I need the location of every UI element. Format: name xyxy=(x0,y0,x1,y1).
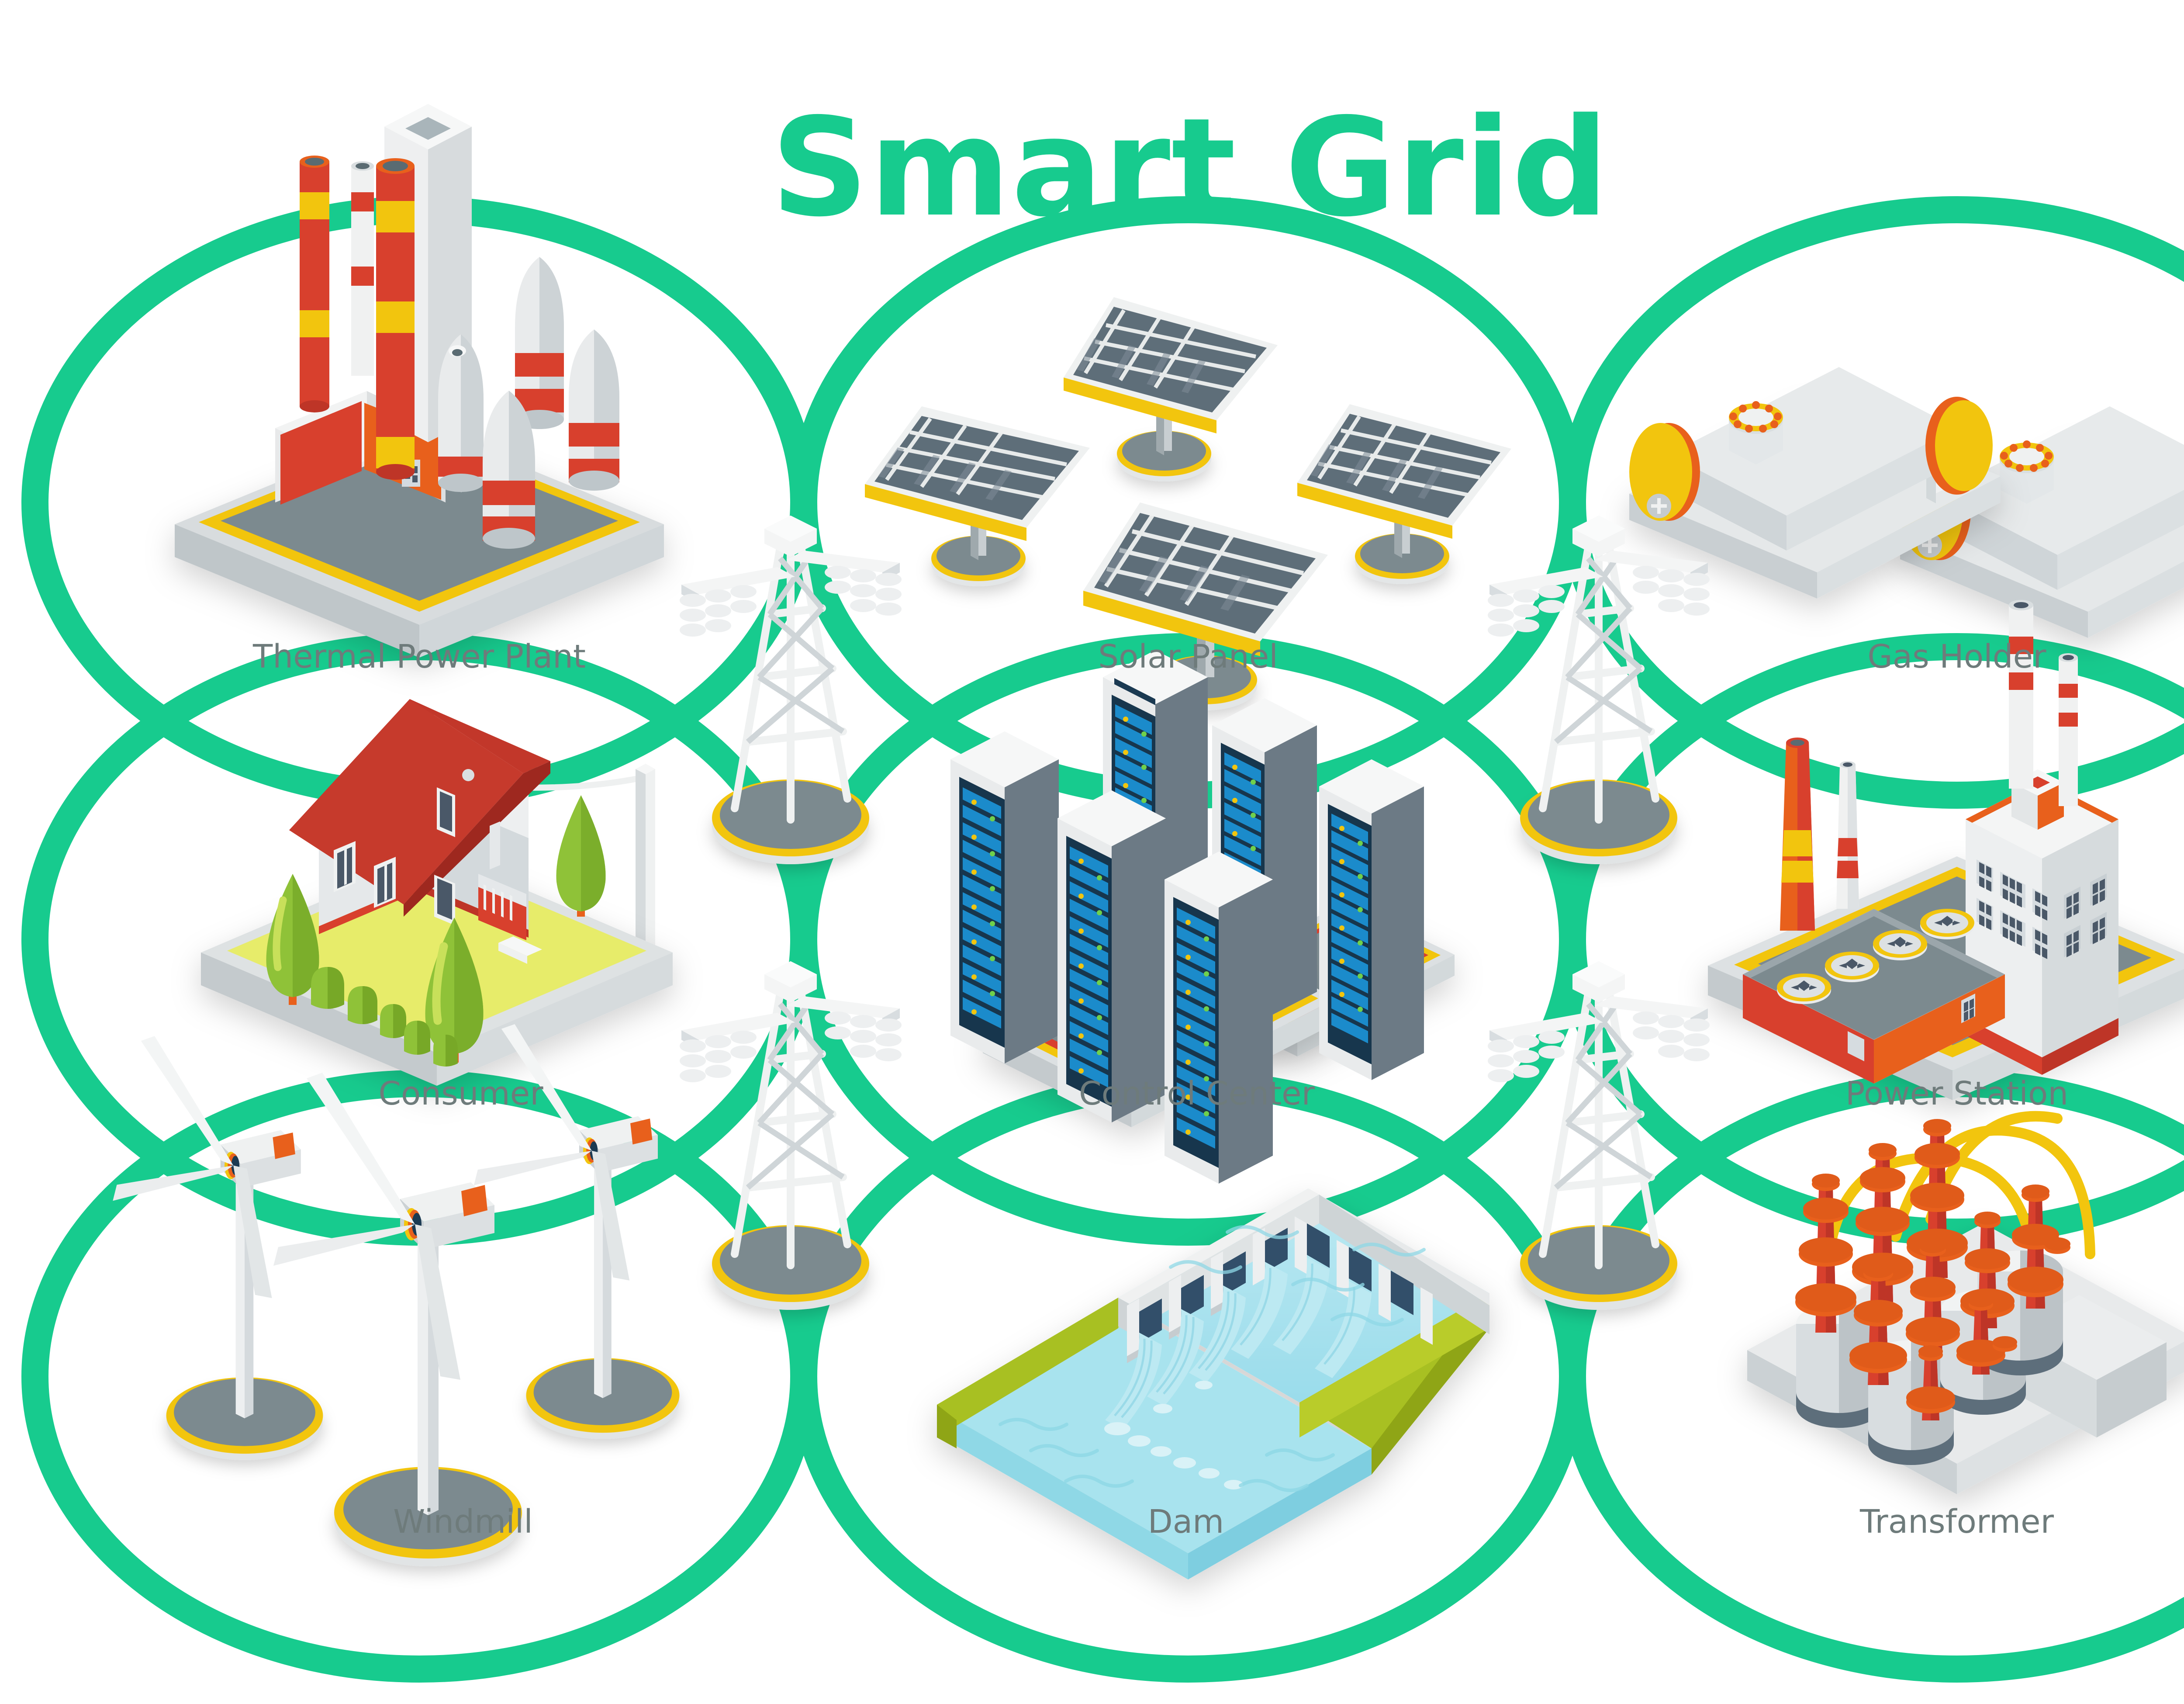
pylon-top-left xyxy=(680,516,902,864)
pylon-group xyxy=(680,516,1710,1310)
node-icon-dam xyxy=(937,1188,1489,1579)
node-icon-gas-holder xyxy=(1629,367,2184,638)
label-gas-holder: Gas Holder xyxy=(1867,638,2046,675)
label-windmill: Windmill xyxy=(393,1503,533,1541)
label-consumer: Consumer xyxy=(378,1075,543,1112)
label-transformer: Transformer xyxy=(1859,1503,2054,1541)
label-solar-panel: Solar Panel xyxy=(1098,638,1278,675)
pylon-bottom-left xyxy=(680,961,902,1310)
node-icon-transformer xyxy=(1747,1111,2184,1494)
label-power-station: Power Station xyxy=(1845,1075,2069,1112)
node-icon-consumer xyxy=(201,699,673,1086)
label-control-center: Control Center xyxy=(1078,1075,1315,1112)
pylon-top-right xyxy=(1488,516,1710,864)
label-thermal-power-plant: Thermal Power Plant xyxy=(253,638,586,675)
node-icon-thermal-power-plant xyxy=(175,104,664,658)
node-icon-control-center xyxy=(950,650,1455,1184)
label-dam: Dam xyxy=(1147,1503,1224,1541)
node-icon-power-station xyxy=(1708,600,2184,1100)
pylon-bottom-right xyxy=(1488,961,1710,1310)
node-icon-windmill xyxy=(113,1024,680,1566)
